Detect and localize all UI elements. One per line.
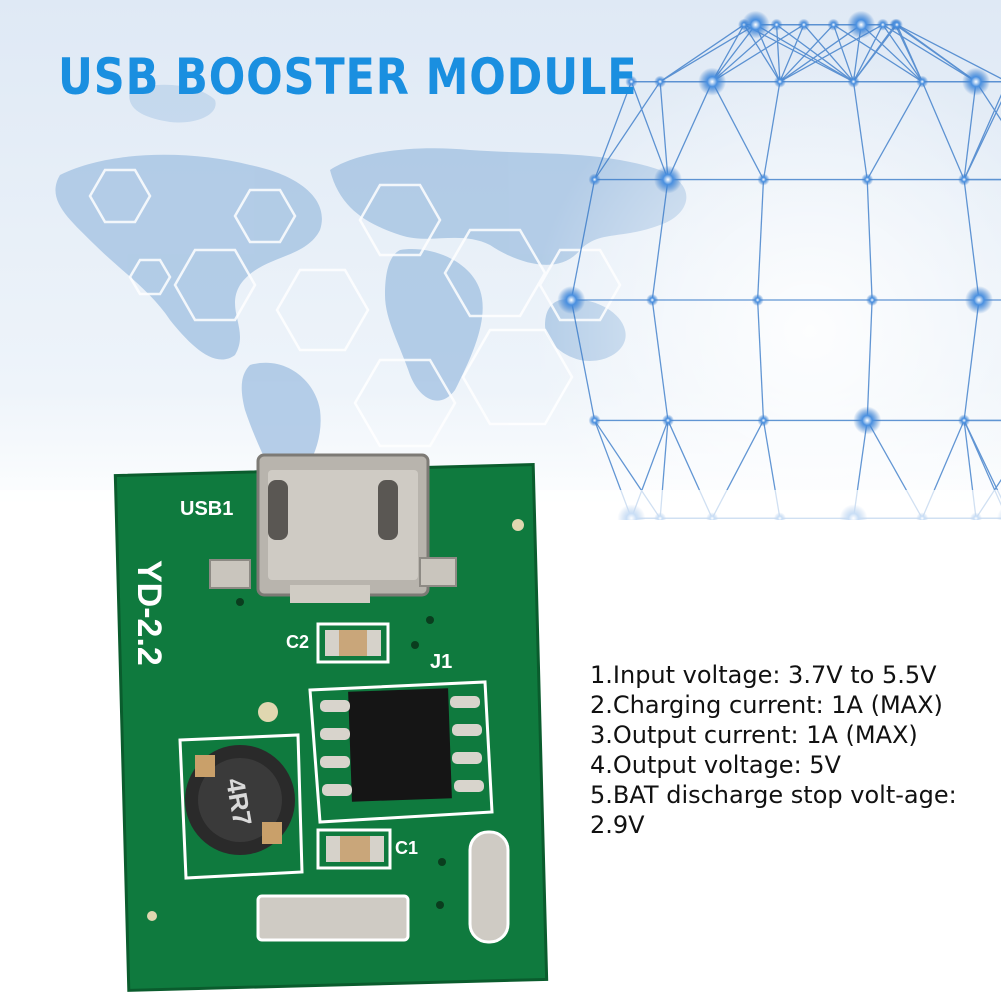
spec-item-discharge-stop-voltage: 5.BAT discharge stop volt-age: 2.9V (590, 781, 957, 839)
solder-pads (147, 519, 524, 944)
usb-connector (209, 453, 457, 603)
globe-glow (530, 50, 1001, 610)
spec-item-charging-current: 2.Charging current: 1A (MAX) (590, 691, 943, 719)
spec-item-output-current: 3.Output current: 1A (MAX) (590, 721, 918, 749)
c1-silkscreen-label: C1 (395, 838, 418, 858)
spec-item-input-voltage: 1.Input voltage: 3.7V to 5.5V (590, 661, 937, 689)
model-silkscreen-label: YD-2.2 (130, 560, 168, 666)
ic-chip (308, 680, 494, 824)
c2-silkscreen-label: C2 (286, 632, 309, 652)
pcb-board: USB1 YD-2.2 C2 J1 C1 4R7 (113, 453, 549, 992)
j1-silkscreen-label: J1 (430, 651, 452, 673)
capacitor-c1 (316, 828, 392, 870)
usb-silkscreen-label: USB1 (180, 498, 233, 520)
inductor (178, 733, 304, 880)
spec-list: 1.Input voltage: 3.7V to 5.5V 2.Charging… (590, 660, 985, 840)
page-title: USB BOOSTER MODULE (58, 48, 638, 106)
capacitor-c2 (316, 622, 390, 664)
hexagon-pattern (88, 168, 622, 448)
spec-item-output-voltage: 4.Output voltage: 5V (590, 751, 841, 779)
